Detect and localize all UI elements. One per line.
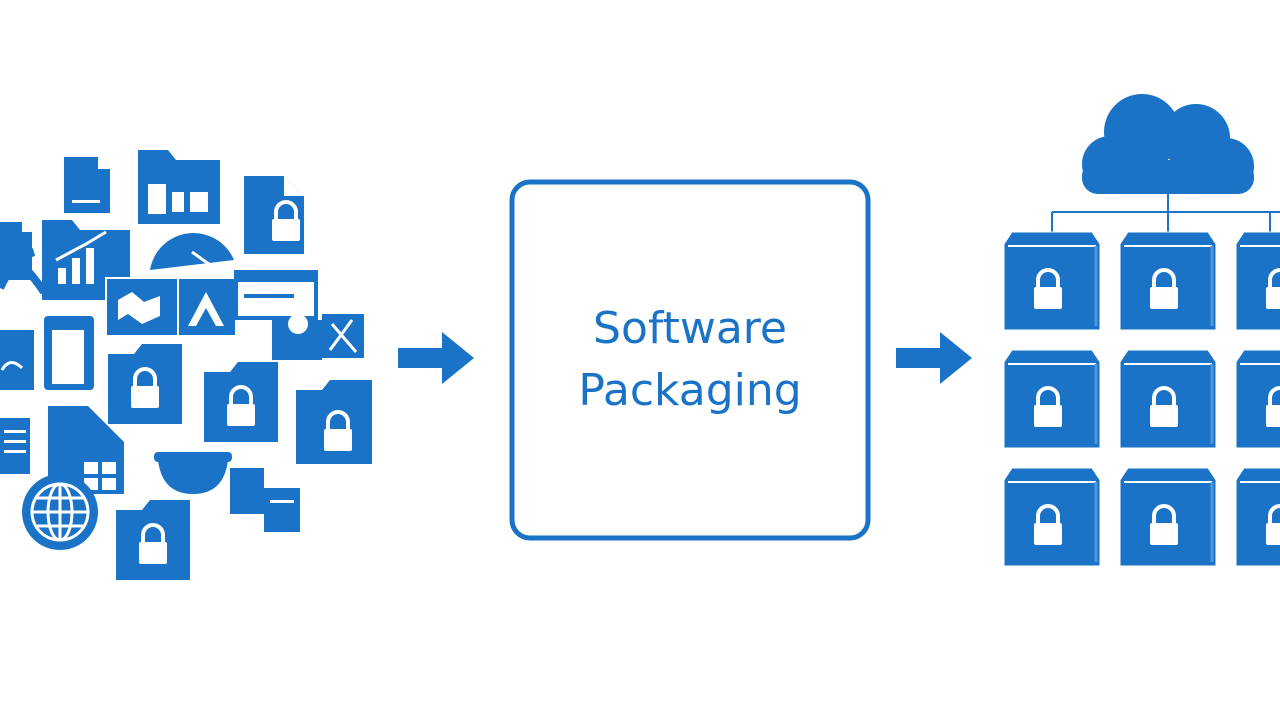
right-arrow-icon: [398, 332, 474, 384]
document-icon: [0, 418, 30, 474]
bowl-icon: [154, 452, 232, 494]
document-icon: [64, 157, 110, 213]
file-stack-icon: [230, 468, 300, 532]
cloud-distribution: [1051, 94, 1280, 232]
locked-package-icon: [1236, 232, 1280, 330]
locked-package-icon: [1120, 468, 1216, 566]
folder-lock-icon: [108, 344, 182, 424]
locked-package-icon: [1236, 468, 1280, 566]
pie-chart-icon: [150, 233, 234, 274]
folder-lock-icon: [116, 500, 190, 580]
folder-lock-icon: [296, 380, 372, 464]
folder-lock-icon: [138, 150, 220, 224]
center-label: Software Packaging: [512, 182, 868, 538]
locked-package-icon: [1236, 350, 1280, 448]
bag-icon: [272, 314, 322, 360]
locked-package-icon: [1004, 232, 1100, 330]
input-files-cluster: [0, 150, 372, 580]
right-arrow-icon: [896, 332, 972, 384]
tablet-icon: [44, 316, 94, 390]
locked-package-icon: [1004, 468, 1100, 566]
locked-package-icon: [1120, 350, 1216, 448]
scissors-icon: [322, 314, 364, 358]
center-title-line2: Packaging: [578, 365, 802, 416]
software-packaging-box: [509, 179, 871, 541]
document-lock-icon: [244, 176, 304, 254]
window-icon: [234, 270, 318, 320]
cloud-doc-icon: [0, 330, 34, 390]
cloud-icon: [1082, 94, 1254, 194]
link-icon: [0, 248, 48, 295]
folder-lock-icon: [204, 362, 278, 442]
locked-package-icon: [1004, 350, 1100, 448]
image-icon: [105, 277, 237, 337]
center-title-line1: Software: [593, 303, 787, 354]
globe-icon: [22, 474, 98, 550]
locked-package-icon: [1120, 232, 1216, 330]
locked-packages-grid: [1004, 232, 1280, 566]
